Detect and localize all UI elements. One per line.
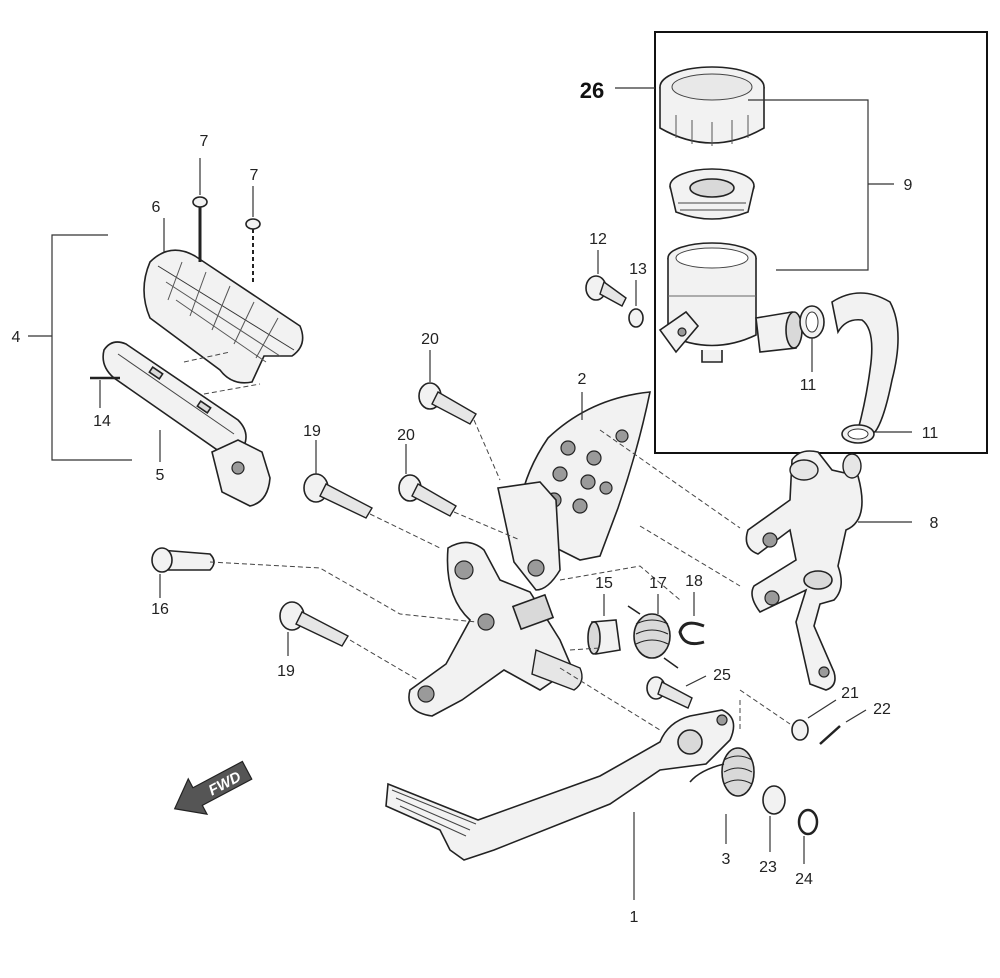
- reservoir-group-box: [654, 31, 988, 454]
- bracket-9: [748, 99, 869, 271]
- return-spring-3: [689, 747, 755, 797]
- label-22: 22: [873, 701, 891, 718]
- assembly-lines: [183, 351, 791, 731]
- screw-7b: [245, 218, 261, 282]
- clip-24: [797, 808, 819, 836]
- label-23: 23: [759, 859, 777, 876]
- spring-17: [627, 605, 679, 669]
- bolt-25: [646, 676, 693, 709]
- label-21: 21: [841, 685, 859, 702]
- label-16: 16: [151, 601, 169, 618]
- label-13: 13: [629, 261, 647, 278]
- leader-25: [685, 675, 707, 687]
- label-17: 17: [649, 575, 667, 592]
- bracket-4: [51, 234, 132, 461]
- footpeg-5: [102, 341, 271, 507]
- label-12: 12: [589, 231, 607, 248]
- cotter-pin-22: [819, 725, 841, 745]
- washer-21: [791, 719, 809, 741]
- label-11a: 11: [800, 377, 817, 394]
- washer-13: [628, 308, 644, 328]
- label-15: 15: [595, 575, 613, 592]
- footpeg-rubber-6: [143, 249, 304, 384]
- bolt-19a: [303, 473, 373, 519]
- label-20a: 20: [421, 331, 439, 348]
- label-4: 4: [12, 329, 21, 346]
- bolt-20b: [398, 474, 457, 517]
- brake-pedal-1: [385, 709, 735, 861]
- label-20b: 20: [397, 427, 415, 444]
- label-2: 2: [578, 371, 587, 388]
- label-11b: 11: [922, 425, 939, 442]
- bolt-19b: [279, 601, 349, 647]
- master-cylinder-8: [745, 450, 863, 691]
- bolt-20a: [418, 382, 477, 425]
- label-9: 9: [904, 177, 913, 194]
- leader-22: [845, 709, 867, 723]
- hose-clamp-upper: [799, 305, 825, 339]
- label-8: 8: [930, 515, 939, 532]
- bushing-15: [587, 619, 621, 655]
- label-26: 26: [580, 78, 604, 103]
- label-3: 3: [722, 851, 731, 868]
- reservoir-body: [658, 242, 803, 363]
- reservoir-cap: [659, 66, 765, 146]
- bolt-12: [585, 275, 627, 307]
- label-19a: 19: [303, 423, 321, 440]
- label-14: 14: [93, 413, 111, 430]
- label-5: 5: [156, 467, 165, 484]
- footpeg-hanger: [408, 481, 583, 717]
- label-7b: 7: [250, 167, 259, 184]
- reservoir-diaphragm: [669, 168, 755, 220]
- screw-7a: [192, 196, 208, 262]
- label-24: 24: [795, 871, 813, 888]
- label-25: 25: [713, 667, 731, 684]
- label-1: 1: [630, 909, 639, 926]
- fwd-arrow: FWD: [173, 760, 253, 816]
- label-7a: 7: [200, 133, 209, 150]
- clip-18: [678, 621, 705, 646]
- pivot-pin-16: [151, 547, 215, 573]
- leader-21: [807, 699, 837, 719]
- label-6: 6: [152, 199, 161, 216]
- reservoir-hose: [831, 292, 899, 433]
- label-18: 18: [685, 573, 703, 590]
- hose-clamp-lower: [841, 424, 875, 444]
- label-19b: 19: [277, 663, 295, 680]
- washer-23: [762, 785, 786, 815]
